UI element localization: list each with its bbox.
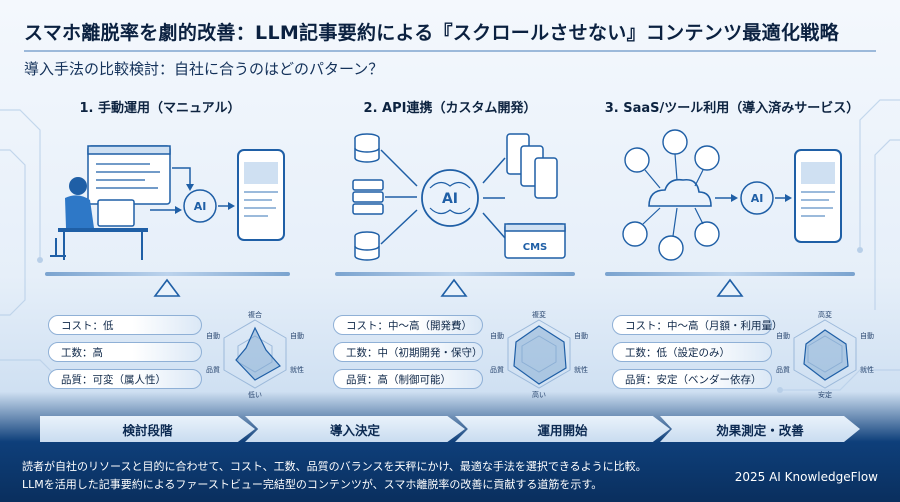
radar-shape-2 — [513, 325, 567, 385]
database-icon — [354, 133, 380, 163]
svg-text:高変: 高変 — [818, 310, 832, 319]
svg-text:就性: 就性 — [290, 365, 304, 374]
balance-beam-1 — [45, 272, 290, 276]
column-2-heading: 2. API連携（カスタム開発） — [363, 101, 537, 116]
radar-chart-1: 複合 自動 就性 低い 品質 自動 — [206, 310, 304, 398]
svg-text:低い: 低い — [248, 390, 262, 398]
quality-indicator-3: 品質：安定（ベンダー依存） — [612, 369, 772, 389]
svg-text:複変: 複変 — [532, 310, 546, 319]
monitor-icon — [97, 199, 135, 227]
api-integration-illustration: AI CMS — [352, 133, 566, 261]
radar-chart-2: 複変 自動 就性 高い 品質 自動 — [490, 310, 588, 398]
gear-node-icon — [694, 221, 720, 247]
svg-text:CMS: CMS — [523, 242, 548, 253]
note-node-icon — [622, 221, 648, 247]
quality-indicator-2: 品質：高（制御可能） — [333, 369, 483, 389]
ai-brain-icon — [740, 181, 774, 215]
radar-shape-3 — [803, 329, 849, 381]
column-1-heading: 1. 手動運用（マニュアル） — [79, 101, 241, 116]
svg-text:自動: 自動 — [206, 331, 220, 340]
balance-beam-2 — [335, 272, 575, 276]
quality-indicator-1: 品質：可変（属人性） — [48, 369, 202, 389]
svg-text:自動: 自動 — [860, 331, 874, 340]
manual-workflow-illustration: AI — [50, 145, 285, 260]
footer-description-line-2: LLMを活用した記事要約によるファーストビュー完結型のコンテンツが、スマホ離脱率… — [22, 478, 603, 491]
grid-node-icon — [658, 235, 684, 261]
process-step-1: 検討段階 — [40, 416, 255, 442]
footer-description-line-1: 読者が自社のリソースと目的に合わせて、コスト、工数、品質のバランスを天秤にかけ、… — [22, 460, 647, 473]
svg-text:複合: 複合 — [248, 310, 262, 319]
svg-text:品質: 品質 — [206, 365, 220, 374]
saas-illustration: AI — [622, 129, 842, 261]
svg-text:自動: 自動 — [290, 331, 304, 340]
svg-text:AI: AI — [751, 192, 764, 205]
svg-text:AI: AI — [442, 191, 458, 207]
cloud-icon — [648, 178, 712, 207]
svg-text:就性: 就性 — [860, 365, 874, 374]
cost-indicator-2: コスト：中〜高（開発費） — [333, 315, 483, 335]
svg-text:自動: 自動 — [490, 331, 504, 340]
database-icon-2 — [354, 231, 380, 261]
layout-node-icon — [662, 129, 688, 155]
title-divider — [24, 50, 876, 52]
column-3-heading: 3. SaaS/ツール利用（導入済みサービス） — [604, 101, 860, 116]
chat-node-icon — [694, 145, 720, 171]
server-icon — [352, 179, 384, 215]
svg-text:AI: AI — [194, 200, 207, 213]
credit-text: 2025 AI KnowledgeFlow — [734, 470, 878, 484]
radar-chart-3: 高変 自動 就性 安定 品質 自動 — [776, 310, 874, 398]
document-node-icon — [624, 147, 650, 173]
person-icon — [69, 177, 87, 195]
cost-indicator-3: コスト：中〜高（月額・利用量） — [612, 315, 783, 335]
page-title: スマホ離脱率を劇的改善：LLM記事要約による『スクロールさせない』コンテンツ最適… — [24, 22, 839, 44]
svg-text:自動: 自動 — [574, 331, 588, 340]
radar-shape-1 — [235, 326, 281, 381]
page-subtitle: 導入手法の比較検討：自社に合うのはどのパターン？ — [24, 60, 384, 78]
process-step-3: 運用開始 — [455, 416, 670, 442]
svg-text:高い: 高い — [532, 390, 546, 398]
cost-indicator-1: コスト：低 — [48, 315, 202, 335]
smartphone-stack-icon — [506, 133, 558, 199]
svg-text:品質: 品質 — [776, 365, 790, 374]
svg-text:就性: 就性 — [574, 365, 588, 374]
effort-indicator-2: 工数：中（初期開発・保守） — [333, 342, 483, 362]
svg-text:安定: 安定 — [818, 390, 832, 398]
fulcrum-triangles — [153, 278, 744, 297]
svg-text:自動: 自動 — [776, 331, 790, 340]
effort-indicator-1: 工数：高 — [48, 342, 202, 362]
effort-indicator-3: 工数：低（設定のみ） — [612, 342, 772, 362]
process-step-2: 導入決定 — [245, 416, 465, 442]
balance-beam-3 — [605, 272, 855, 276]
process-step-4: 効果測定・改善 — [660, 416, 860, 442]
ai-brain-icon — [183, 189, 217, 223]
svg-text:品質: 品質 — [490, 365, 504, 374]
